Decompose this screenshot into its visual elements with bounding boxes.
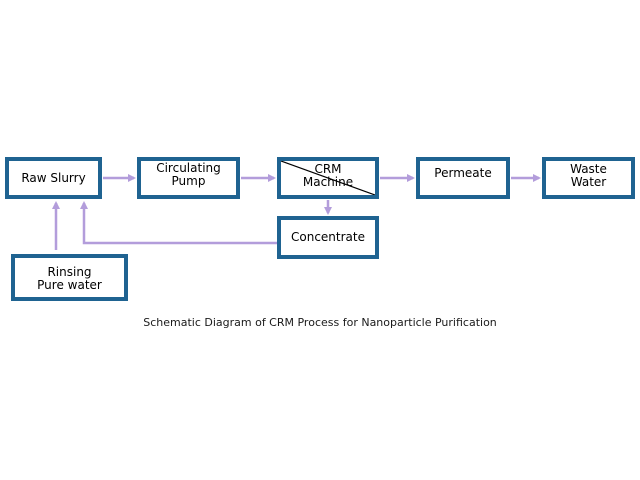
node-raw-slurry-label: Raw Slurry xyxy=(21,170,86,185)
node-concentrate-label: Concentrate xyxy=(291,230,365,244)
node-crm-machine-label: CRM Machine xyxy=(302,162,354,189)
node-rinsing-pure-water-label: Rinsing Pure water xyxy=(37,264,102,292)
node-circulating-pump-label: Circulating Pump xyxy=(156,161,221,188)
node-waste-water: Waste Water xyxy=(542,157,635,199)
node-crm-machine: CRM Machine xyxy=(277,157,379,199)
arrow-concentrate-to-raw xyxy=(80,201,277,245)
crm-machine-slash xyxy=(281,161,375,195)
node-circulating-pump: Circulating Pump xyxy=(137,157,240,199)
node-permeate-label: Permeate xyxy=(434,165,492,180)
node-raw-slurry: Raw Slurry xyxy=(5,157,102,199)
node-waste-water-label: Waste Water xyxy=(570,162,607,189)
node-permeate: Permeate xyxy=(416,157,510,199)
node-rinsing-pure-water: Rinsing Pure water xyxy=(11,254,128,301)
node-concentrate: Concentrate xyxy=(277,216,379,259)
diagram-caption: Schematic Diagram of CRM Process for Nan… xyxy=(143,316,497,329)
